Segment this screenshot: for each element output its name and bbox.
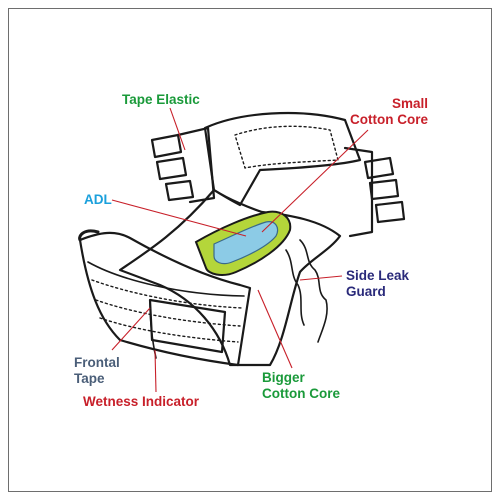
label-bigger-cotton-core-line2: Cotton Core [262, 386, 340, 401]
label-small-cotton-core-line1: Small [391, 96, 428, 111]
label-side-leak-guard-line2: Guard [346, 284, 386, 299]
right-tape-tabs [343, 146, 406, 238]
label-wetness-indicator: Wetness Indicator [83, 394, 200, 409]
front-waistband [78, 231, 252, 367]
leader-small-cotton-core [261, 129, 369, 233]
label-small-cotton-core-line2: Cotton Core [350, 112, 428, 127]
leader-wetness-indicator [154, 349, 157, 393]
label-small-cotton-core: Small Cotton Core [350, 96, 428, 128]
label-adl: ADL [84, 192, 112, 207]
leader-frontal-tape [111, 307, 151, 351]
label-frontal-tape-line1: Frontal [74, 355, 120, 370]
leader-adl [111, 199, 247, 237]
label-side-leak-guard: Side Leak Guard [346, 268, 409, 300]
label-side-leak-guard-line1: Side Leak [346, 268, 410, 283]
leader-bigger-cotton-core [257, 289, 293, 369]
label-bigger-cotton-core: Bigger Cotton Core [262, 370, 340, 402]
leader-side-leak-guard [299, 275, 343, 281]
label-frontal-tape: Frontal Tape [74, 355, 120, 387]
back-waistband [203, 111, 362, 207]
adl-layer [213, 221, 279, 265]
left-tape-tabs [150, 126, 216, 204]
leader-tape-elastic [169, 107, 186, 151]
label-tape-elastic: Tape Elastic [122, 92, 200, 107]
frontal-tape-panel [148, 298, 227, 354]
label-bigger-cotton-core-line1: Bigger [262, 370, 305, 385]
label-frontal-tape-line2: Tape [74, 371, 105, 386]
